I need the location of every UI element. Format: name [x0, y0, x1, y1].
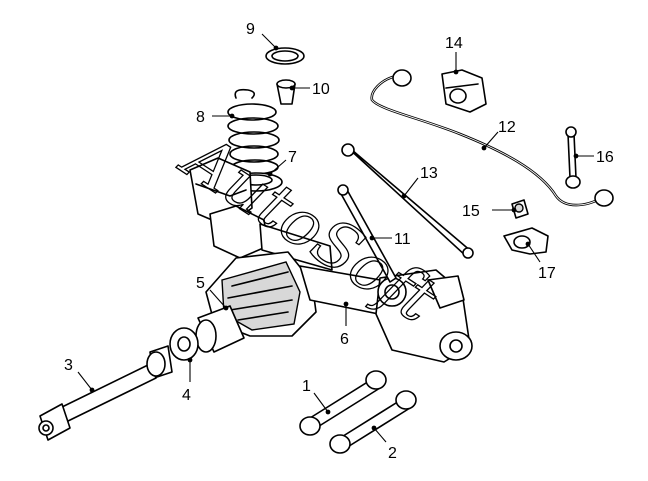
- callout-9: 9: [246, 21, 279, 51]
- callout-8-label: 8: [196, 109, 205, 126]
- part-11-rod: [337, 184, 397, 283]
- callout-10: 10: [289, 81, 330, 98]
- callout-12-label: 12: [498, 119, 516, 136]
- part-9-ring: [265, 47, 305, 65]
- part-13-panhard-rod: [341, 143, 474, 259]
- callout-5-label: 5: [196, 275, 205, 292]
- callout-3-label: 3: [64, 357, 73, 374]
- callout-11: 11: [369, 231, 411, 248]
- part-15-bush: [511, 199, 529, 219]
- callout-4-label: 4: [182, 387, 191, 404]
- callout-7-label: 7: [288, 149, 297, 166]
- callout-15-label: 15: [462, 203, 480, 220]
- part-17-clamp: [503, 227, 549, 255]
- callout-9-label: 9: [246, 21, 255, 38]
- callout-13: 13: [401, 165, 438, 199]
- callout-15: 15: [462, 203, 517, 220]
- callout-11-label: 11: [394, 231, 411, 248]
- callout-7: 7: [267, 149, 297, 177]
- callout-2: 2: [371, 425, 397, 462]
- part-10-bump-stop: [276, 79, 296, 105]
- callout-1: 1: [302, 378, 331, 415]
- callout-13-label: 13: [420, 165, 438, 182]
- callout-2-label: 2: [388, 445, 397, 462]
- callout-8: 8: [196, 109, 235, 126]
- callout-17-label: 17: [538, 265, 556, 282]
- part-12-anti-roll-bar: [370, 69, 614, 207]
- callout-5: 5: [196, 275, 229, 311]
- callout-16-label: 16: [596, 149, 614, 166]
- callout-1-label: 1: [302, 378, 311, 395]
- part-14-bracket: [441, 69, 487, 113]
- callout-14-label: 14: [445, 35, 463, 52]
- callout-10-label: 10: [312, 81, 330, 98]
- callout-6: 6: [340, 301, 349, 348]
- part-3-prop-shaft: [38, 351, 166, 441]
- callout-17: 17: [525, 241, 556, 282]
- part-16-drop-link: [565, 126, 581, 189]
- callout-6-label: 6: [340, 331, 349, 348]
- callout-14: 14: [445, 35, 463, 75]
- callout-16: 16: [573, 149, 614, 166]
- part-2-link: [329, 390, 417, 454]
- callout-4: 4: [182, 357, 193, 404]
- callout-3: 3: [64, 357, 95, 393]
- axle-assembly: [189, 157, 473, 363]
- callout-12: 12: [481, 119, 516, 151]
- part-1-link: [299, 370, 387, 436]
